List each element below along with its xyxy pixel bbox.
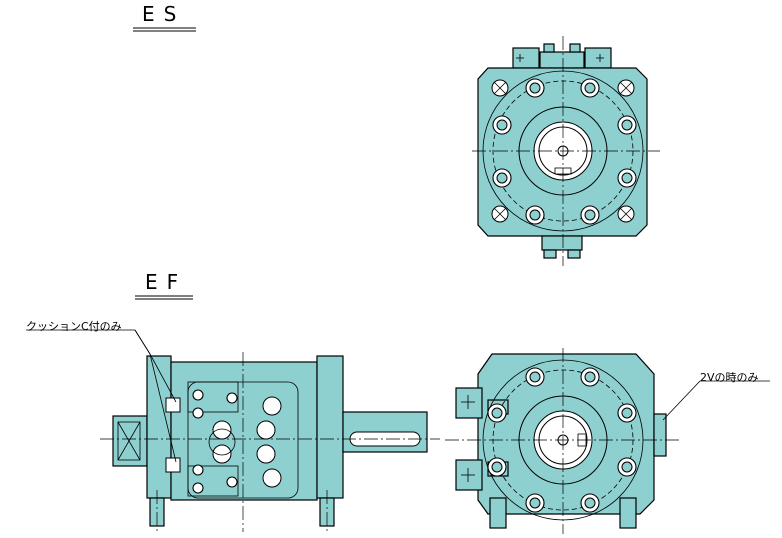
ef-bolt: [525, 367, 545, 387]
es-view-title: ES: [142, 2, 186, 26]
es-corner-hole: [491, 205, 509, 223]
es-bolt: [492, 168, 512, 188]
es-bolt: [580, 78, 600, 98]
es-bolt: [525, 78, 545, 98]
ef-bolt: [580, 367, 600, 387]
es-title-underline: [133, 27, 196, 32]
ef-bolt: [525, 493, 545, 513]
ef-title-underline: [135, 295, 193, 300]
es-corner-hole: [617, 79, 635, 97]
es-corner-hole: [617, 205, 635, 223]
ef-front-view: [445, 348, 770, 534]
es-bolt: [492, 115, 512, 135]
ef-port: [192, 389, 238, 419]
es-bolt: [580, 205, 600, 225]
ef-bolt: [487, 403, 507, 423]
ef-bolt: [617, 403, 637, 423]
ef-bolt: [617, 457, 637, 477]
es-corner-hole: [491, 79, 509, 97]
ef-side-view: [26, 329, 440, 532]
es-bolt: [617, 168, 637, 188]
es-front-view: [472, 36, 660, 266]
es-bolt: [525, 205, 545, 225]
ef-port: [192, 464, 238, 494]
ef-view-title: EF: [145, 270, 188, 294]
ef-bolt: [487, 457, 507, 477]
ef-bolt: [580, 493, 600, 513]
es-bolt: [617, 115, 637, 135]
